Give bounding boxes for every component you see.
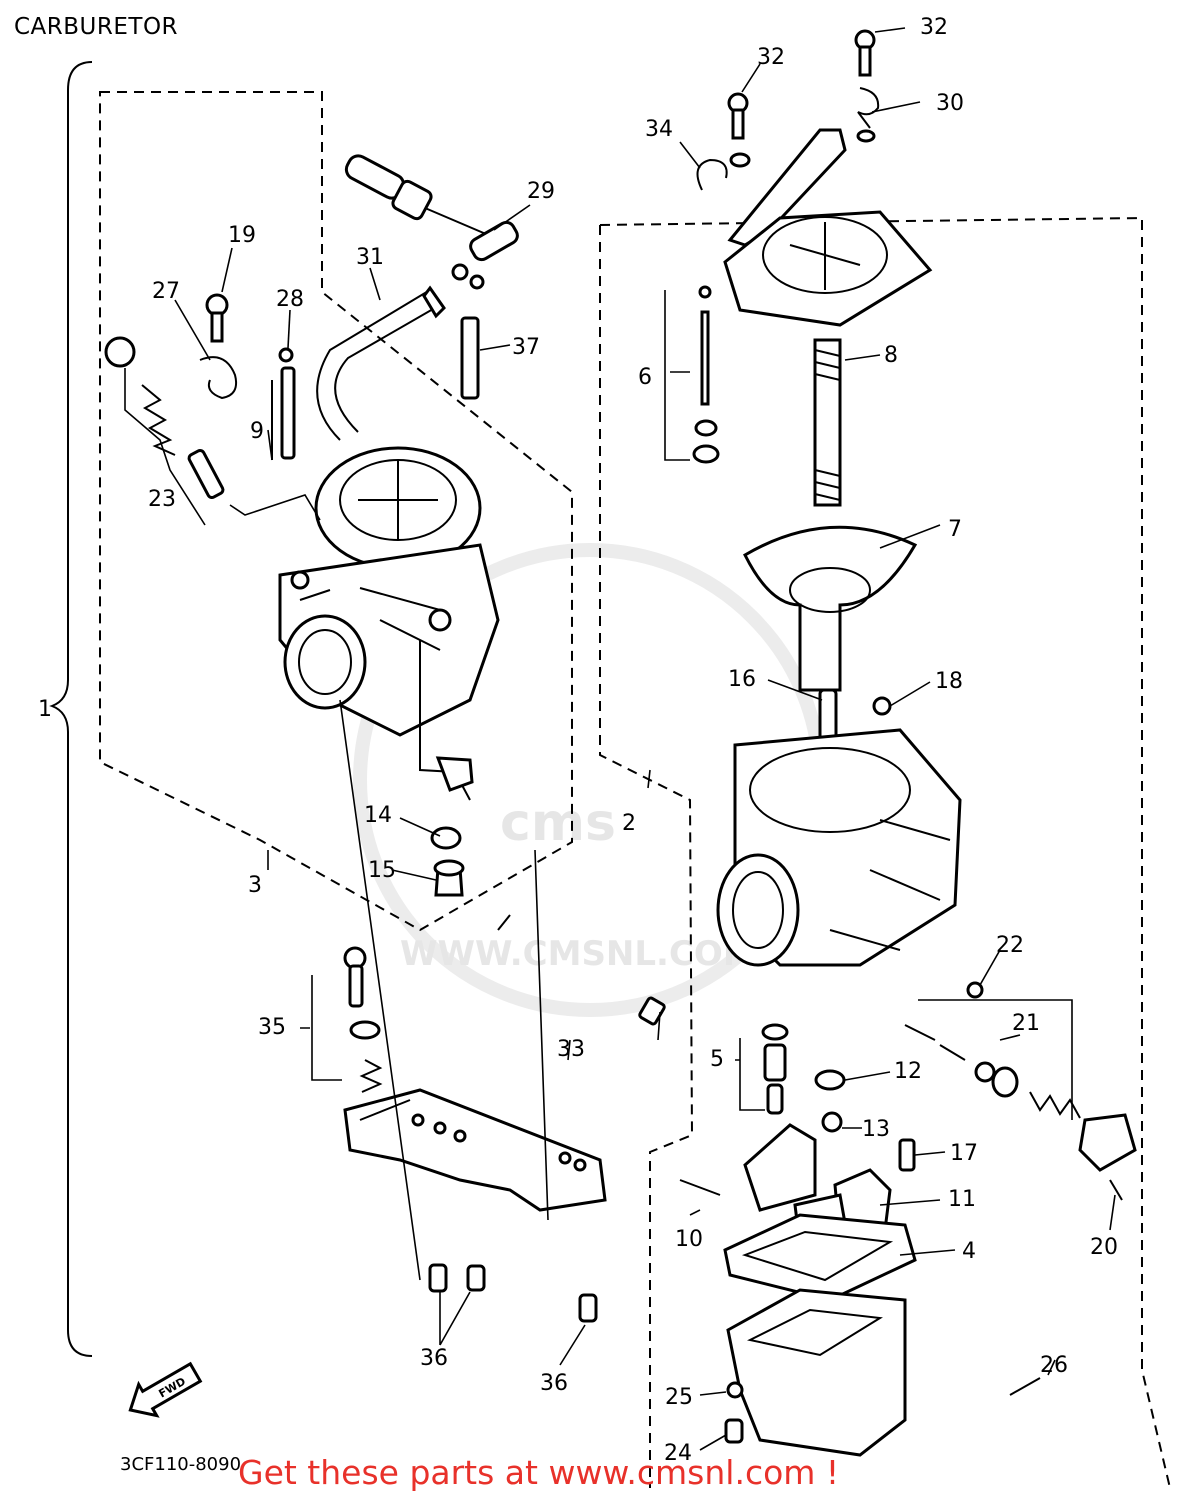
callout-6: 6 <box>638 365 652 390</box>
callout-29: 29 <box>527 179 555 204</box>
group-outline-3 <box>99 91 573 932</box>
mounting-bracket <box>343 914 666 1323</box>
callout-22: 22 <box>996 933 1024 958</box>
part-callouts: 1 2 3 4 5 6 7 8 9 10 11 12 13 14 15 16 1… <box>38 15 1118 1466</box>
callout-36-a: 36 <box>420 1346 448 1371</box>
callout-32-a: 32 <box>757 45 785 70</box>
callout-32-b: 32 <box>920 15 948 40</box>
left-carburetor <box>104 154 519 897</box>
callout-34: 34 <box>645 117 673 142</box>
callout-36-b: 36 <box>540 1371 568 1396</box>
watermark-url: WWW.CMSNL.COM <box>400 934 757 974</box>
callout-35: 35 <box>258 1015 286 1040</box>
callout-2: 2 <box>622 811 636 836</box>
group-outline-2 <box>599 216 1171 1489</box>
callout-25: 25 <box>665 1385 693 1410</box>
callout-13: 13 <box>862 1117 890 1142</box>
callout-33: 33 <box>557 1037 585 1062</box>
leader-lines <box>124 27 1116 1451</box>
callout-21: 21 <box>1012 1011 1040 1036</box>
callout-24: 24 <box>664 1441 692 1466</box>
callout-20: 20 <box>1090 1235 1118 1260</box>
diagram-code: 3CF110-8090 <box>120 1454 241 1475</box>
watermark-logo: cms <box>500 793 616 853</box>
callout-7: 7 <box>948 517 962 542</box>
callout-17: 17 <box>950 1141 978 1166</box>
callout-27: 27 <box>152 279 180 304</box>
callout-16: 16 <box>728 667 756 692</box>
callout-37: 37 <box>512 335 540 360</box>
callout-12: 12 <box>894 1059 922 1084</box>
callout-28: 28 <box>276 287 304 312</box>
callout-9: 9 <box>250 419 264 444</box>
assembly-bracket <box>49 61 93 1357</box>
callout-31: 31 <box>356 245 384 270</box>
callout-14: 14 <box>364 803 392 828</box>
diagram-title: CARBURETOR <box>14 14 179 40</box>
fwd-arrow: FWD <box>128 1361 203 1418</box>
cta-link[interactable]: Get these parts at www.cmsnl.com ! <box>238 1453 840 1492</box>
watermark: cms WWW.CMSNL.COM <box>353 543 827 1017</box>
right-carburetor <box>679 29 1137 1457</box>
callout-30: 30 <box>936 91 964 116</box>
callout-19: 19 <box>228 223 256 248</box>
callout-15: 15 <box>368 858 396 883</box>
callout-5: 5 <box>710 1047 724 1072</box>
callout-26: 26 <box>1040 1353 1068 1378</box>
callout-4: 4 <box>962 1239 976 1264</box>
callout-10: 10 <box>675 1227 703 1252</box>
callout-23: 23 <box>148 487 176 512</box>
callout-3: 3 <box>248 873 262 898</box>
callout-8: 8 <box>884 343 898 368</box>
callout-1: 1 <box>38 697 52 722</box>
callout-11: 11 <box>948 1187 976 1212</box>
callout-18: 18 <box>935 669 963 694</box>
